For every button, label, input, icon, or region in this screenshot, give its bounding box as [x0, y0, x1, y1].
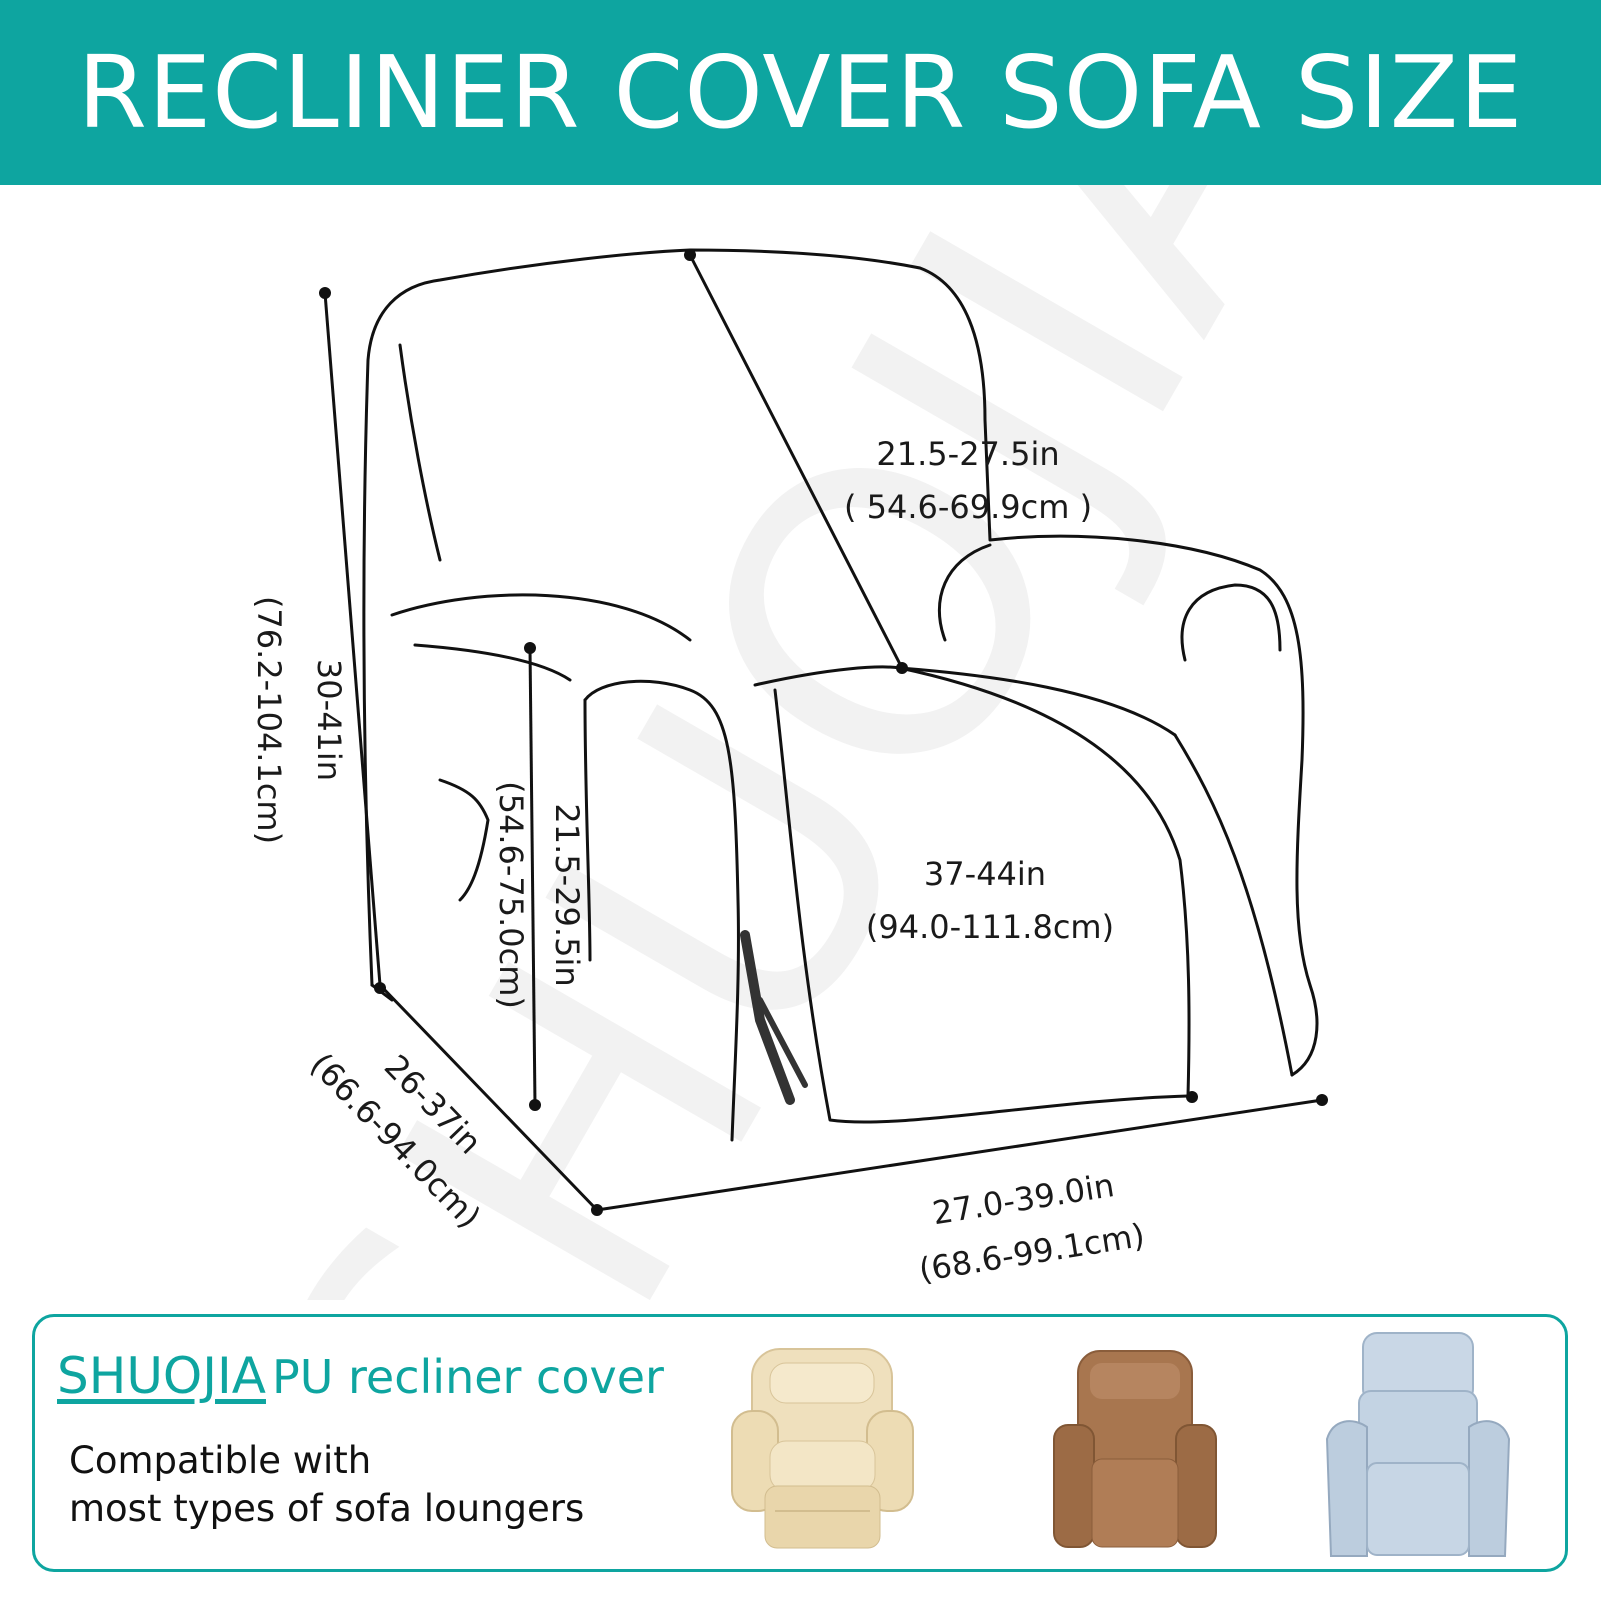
extended-length-metric: (94.0-111.8cm): [866, 908, 1114, 946]
dimension-lines: [323, 254, 1323, 1212]
brand-name: SHUOJIA: [57, 1347, 266, 1405]
product-name: PU recliner cover: [271, 1350, 664, 1404]
arm-height-metric: (54.6-75.0cm): [492, 781, 530, 1009]
page-title: RECLINER COVER SOFA SIZE: [77, 34, 1524, 151]
brown-recliner-photo: [1053, 1350, 1217, 1548]
compat-line-1: Compatible with: [69, 1439, 372, 1482]
compat-line-2: most types of sofa loungers: [69, 1487, 585, 1530]
back-depth-imperial: 21.5-27.5in: [876, 435, 1059, 473]
compatibility-text: Compatible with most types of sofa loung…: [69, 1437, 584, 1533]
arm-height-imperial: 21.5-29.5in: [548, 803, 586, 986]
title-banner: RECLINER COVER SOFA SIZE: [0, 0, 1601, 185]
back-depth-metric: ( 54.6-69.9cm ): [844, 488, 1092, 526]
width-imperial: 27.0-39.0in: [930, 1166, 1117, 1232]
cream-recliner-photo: [731, 1348, 914, 1549]
blue-recliner-photo: [1325, 1332, 1511, 1557]
extended-length-imperial: 37-44in: [924, 855, 1046, 893]
dimension-endpoints: [319, 249, 1328, 1216]
recliner-outline-drawing: SHUOJIA: [183, 185, 1422, 1300]
recliner-outline: [362, 248, 1319, 1142]
recliner-size-diagram: SHUOJIA: [0, 185, 1601, 1300]
total-height-metric: (76.2-104.1cm): [250, 596, 288, 844]
total-height-imperial: 30-41in: [310, 659, 348, 781]
